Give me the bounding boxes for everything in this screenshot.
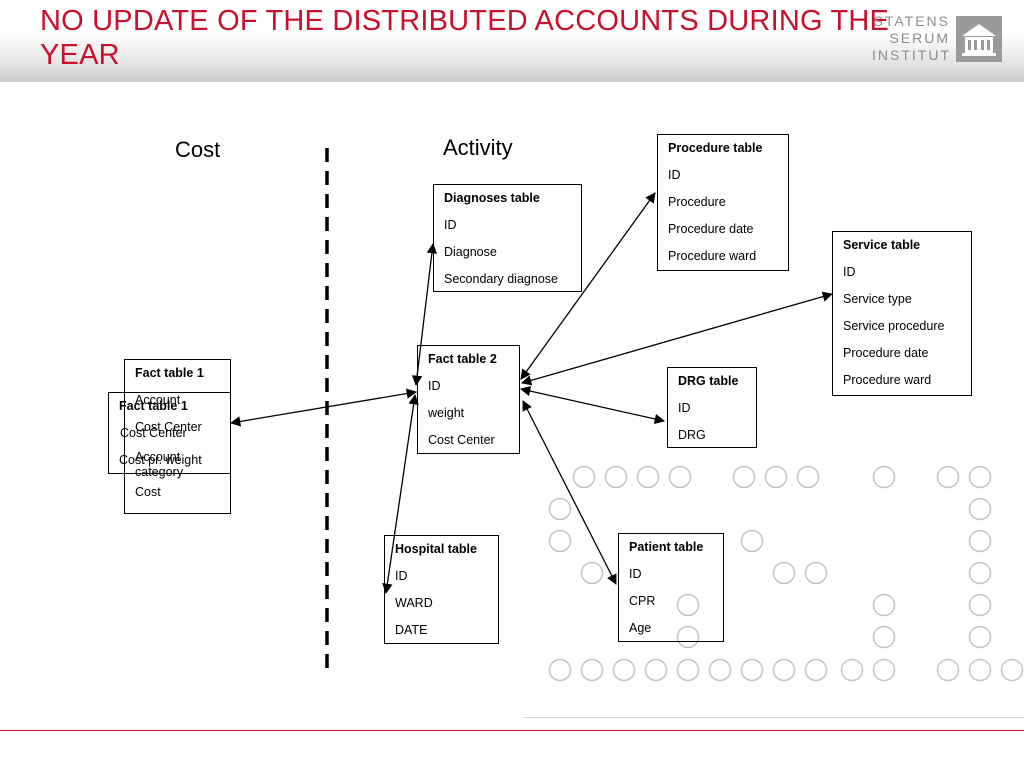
- decor-circle: [968, 529, 992, 553]
- table-title: Fact table 1: [119, 399, 188, 413]
- table-title: Diagnoses table: [444, 191, 540, 205]
- decor-circle: [636, 465, 660, 489]
- institute-logo-text: STATENS SERUM INSTITUT: [872, 13, 950, 64]
- table-title: Service table: [843, 238, 921, 252]
- table-field: ID: [843, 265, 856, 279]
- table-field: Diagnose: [444, 245, 497, 259]
- decor-circle: [612, 658, 636, 682]
- table-field: Cost Center: [120, 426, 187, 440]
- decor-circle: [872, 465, 896, 489]
- decor-circle: [1000, 658, 1024, 682]
- arrow-fact2-hospital: [382, 393, 419, 595]
- service-table: Service table ID Service type Service pr…: [832, 231, 972, 396]
- decor-circle: [676, 593, 700, 617]
- decor-circle: [804, 561, 828, 585]
- decor-circle: [968, 593, 992, 617]
- decor-circle: [740, 658, 764, 682]
- cost-section-label: Cost: [175, 137, 221, 162]
- decor-circle: [936, 658, 960, 682]
- decor-circle: [968, 658, 992, 682]
- decor-circle: [668, 465, 692, 489]
- table-field: ID: [444, 218, 457, 232]
- arrow-fact2-patient: [522, 400, 617, 585]
- decor-circle: [708, 658, 732, 682]
- table-field: Procedure ward: [668, 249, 757, 263]
- decor-circle: [872, 625, 896, 649]
- logo-line: INSTITUT: [872, 47, 951, 63]
- decor-circle: [872, 658, 896, 682]
- table-field: WARD: [395, 596, 433, 610]
- decor-circle: [676, 625, 700, 649]
- table-field: Procedure ward: [843, 373, 932, 387]
- arrow-fact1-fact2: [229, 388, 418, 427]
- patient-table: Patient table ID CPR Age: [618, 533, 724, 642]
- table-title: Procedure table: [668, 141, 763, 155]
- decor-circle: [796, 465, 820, 489]
- table-field: Cost pr. weight: [119, 453, 202, 467]
- decor-circle: [740, 529, 764, 553]
- fact-table-1: Fact table 1 Account Cost Center Account…: [124, 359, 231, 514]
- table-field: Cost Center: [135, 420, 202, 434]
- table-field: weight: [428, 406, 465, 420]
- arrow-fact2-service: [521, 291, 833, 386]
- table-field: Service type: [843, 292, 912, 306]
- fact-table-2: Fact table 2 ID weight Cost Center: [417, 345, 520, 454]
- table-field: Account: [135, 393, 181, 407]
- institute-building-icon: [956, 16, 1002, 62]
- table-field: CPR: [629, 594, 656, 608]
- decor-circle: [732, 465, 756, 489]
- logo-line: SERUM: [889, 30, 950, 46]
- procedure-table: Procedure table ID Procedure Procedure d…: [657, 134, 789, 271]
- logo-line: STATENS: [873, 13, 950, 29]
- table-title: Patient table: [629, 540, 704, 554]
- decor-circle: [936, 465, 960, 489]
- header-band: [0, 0, 1024, 82]
- table-title: Fact table 2: [428, 352, 497, 366]
- decor-circle: [644, 658, 668, 682]
- table-field: Age: [629, 621, 652, 635]
- decor-circle: [968, 465, 992, 489]
- decor-circle: [968, 625, 992, 649]
- arrow-fact2-drg: [519, 385, 666, 425]
- table-field: Account category: [135, 450, 183, 479]
- table-field: Procedure: [668, 195, 726, 209]
- footer-grey-line: [523, 717, 1024, 718]
- decor-circle: [548, 658, 572, 682]
- decor-circle: [772, 658, 796, 682]
- decor-circle: [872, 593, 896, 617]
- table-field: DATE: [395, 623, 428, 637]
- table-field: Procedure date: [668, 222, 754, 236]
- table-field: ID: [629, 567, 642, 581]
- footer-red-line: [0, 730, 1024, 731]
- decor-circle: [772, 561, 796, 585]
- table-field: Service procedure: [843, 319, 945, 333]
- decor-circle: [676, 658, 700, 682]
- table-field: Cost: [135, 485, 161, 499]
- slide-title: NO UPDATE OF THE DISTRIBUTED ACCOUNTS DU…: [40, 5, 890, 71]
- decor-circle: [764, 465, 788, 489]
- decor-circle: [804, 658, 828, 682]
- fact-table-1-overlay: Fact table 1 Cost Center Cost pr. weight: [108, 392, 231, 474]
- arrow-fact2-diagnoses: [411, 242, 438, 387]
- decor-circle: [840, 658, 864, 682]
- decor-circle: [580, 658, 604, 682]
- decor-circle: [968, 561, 992, 585]
- decor-circle: [968, 497, 992, 521]
- table-field: DRG: [678, 428, 706, 442]
- table-title: Fact table 1: [135, 366, 204, 380]
- activity-section-label: Activity: [443, 135, 513, 160]
- table-field: ID: [668, 168, 681, 182]
- table-field: Procedure date: [843, 346, 929, 360]
- table-field: Cost Center: [428, 433, 495, 447]
- table-field: ID: [678, 401, 691, 415]
